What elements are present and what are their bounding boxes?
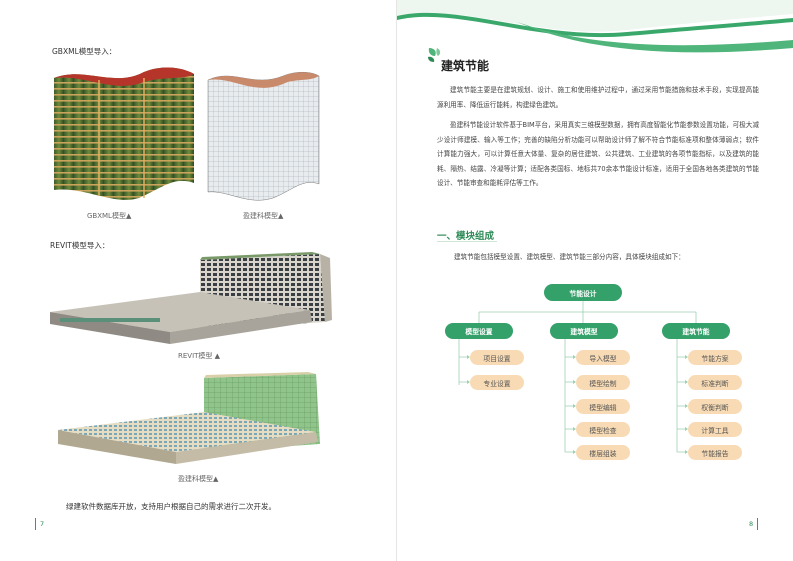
tree-item: 导入模型: [576, 350, 630, 365]
intro-paragraph-2: 盈建科节能设计软件基于BIM平台，采用真实三维模型数据，拥有高度智能化节能参数设…: [437, 121, 759, 187]
tree-item: 标准判断: [688, 375, 742, 390]
gbxml-model-image: [54, 67, 194, 200]
bottom-note: 绿建软件数据库开放，支持用户根据自己的需求进行二次开发。: [66, 502, 276, 511]
tree-item: 模型绘制: [576, 375, 630, 390]
page-divider: [396, 0, 397, 561]
page-number-right: 8: [749, 520, 754, 528]
tree-item: 权衡判断: [688, 399, 742, 414]
page-number-left: 7: [40, 520, 45, 528]
leaf-icon: [428, 48, 441, 62]
gbxml-caption: GBXML模型▲: [87, 212, 132, 220]
tree-item: 模型编辑: [576, 399, 630, 414]
tree-item: 项目设置: [470, 350, 524, 365]
subsection-title: 一、模块组成: [437, 231, 495, 242]
header-wave-decoration: [397, 0, 793, 53]
gbxml-heading: GBXML模型导入：: [52, 47, 117, 56]
page-number-mark-left: [35, 518, 36, 530]
yjk-caption-2: 盈建科模型▲: [178, 475, 219, 483]
yjk-model-image-1: [207, 72, 320, 201]
subsection-text: 建筑节能包括模型设置、建筑模型、建筑节能三部分内容，具体模块组成如下：: [454, 253, 685, 261]
tree-item: 计算工具: [688, 422, 742, 437]
left-page: GBXML模型导入： GBXML模型▲ 盈建科模型▲ REVIT模型导: [0, 0, 396, 561]
tree-root-node: 节能设计: [544, 284, 622, 301]
revit-caption: REVIT模型 ▲: [178, 352, 221, 360]
tree-item: 节能方案: [688, 350, 742, 365]
yjk-caption-1: 盈建科模型▲: [243, 212, 284, 220]
tree-item: 专业设置: [470, 375, 524, 390]
revit-heading: REVIT模型导入：: [50, 241, 110, 250]
tree-item: 模型检查: [576, 422, 630, 437]
tree-branch-energy-saving: 建筑节能: [662, 323, 730, 339]
tree-branch-model-settings: 模型设置: [445, 323, 513, 339]
yjk-model-image-2: [58, 372, 320, 464]
intro-paragraph-1: 建筑节能主要是在建筑规划、设计、施工和使用维护过程中，通过采用节能措施和技术手段…: [437, 86, 759, 109]
tree-item: 楼层组装: [576, 445, 630, 460]
section-title: 建筑节能: [441, 59, 490, 73]
page-number-mark-right: [757, 518, 758, 530]
revit-model-image: [50, 252, 332, 344]
tree-item: 节能报告: [688, 445, 742, 460]
subsection-underline: [437, 241, 497, 242]
right-page: 建筑节能 建筑节能主要是在建筑规划、设计、施工和使用维护过程中，通过采用节能措施…: [397, 0, 793, 561]
tree-branch-building-model: 建筑模型: [550, 323, 618, 339]
